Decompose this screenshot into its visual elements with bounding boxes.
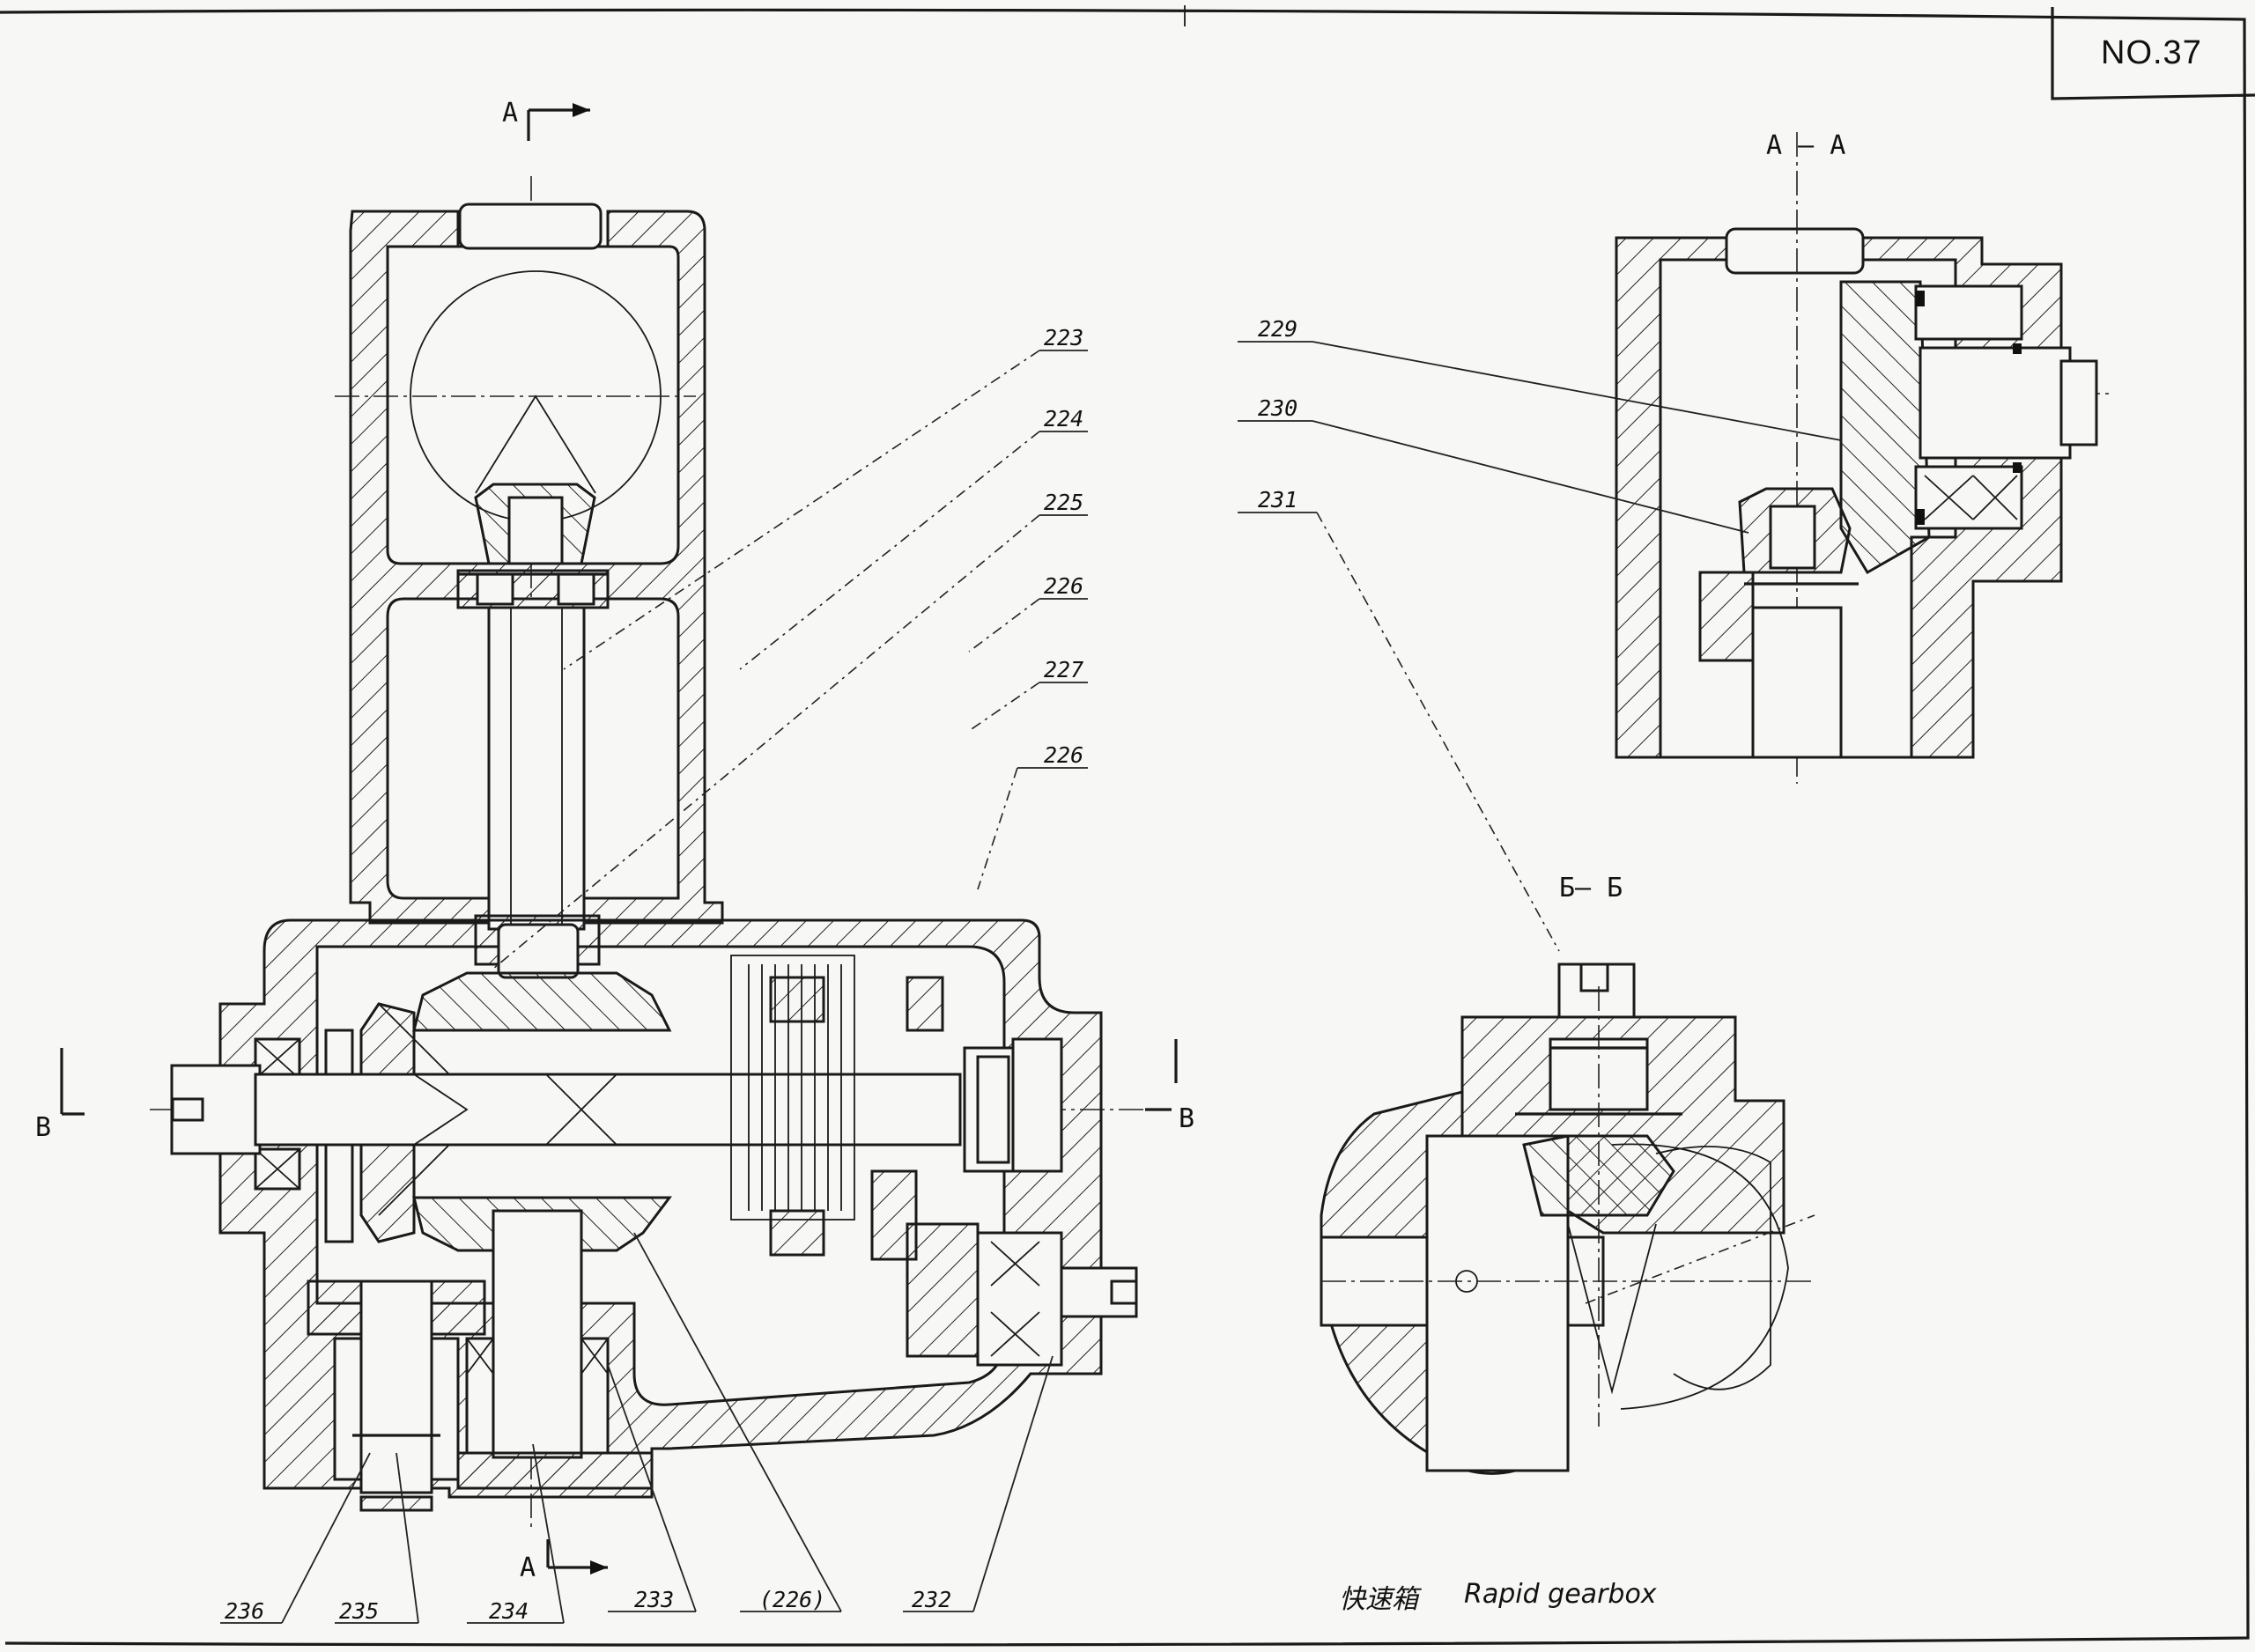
section-view-aa: A — A 229 230 231 [1238,130,2114,952]
main-section-view: A A B B [35,98,1194,1583]
part-label-230: 230 [1258,395,1298,421]
part-label-leaders: 223 224 225 226 227 226 236 235 234 233 [220,325,1088,1624]
part-label-229: 229 [1258,316,1298,342]
section-view-bb: Б— Б [1320,873,1815,1475]
drawing-number-box: NO.37 [2051,7,2255,100]
part-label-234: 234 [489,1598,529,1624]
caption-english: Rapid gearbox [1464,1579,1657,1610]
section-label-a-bottom: A [520,1552,536,1583]
section-label-b-right: B [1179,1103,1194,1134]
section-label-b-left: B [35,1112,51,1143]
part-label-224: 224 [1044,406,1083,431]
part-label-233: 233 [634,1587,674,1612]
part-label-226-paren: (226) [759,1587,825,1612]
section-marker-b-left: B [35,1048,85,1143]
section-label-a-top: A [502,98,518,129]
view-label-bb: Б— Б [1559,873,1623,903]
section-marker-a-bottom: A [520,1539,608,1583]
part-label-226: 226 [1044,573,1083,599]
part-label-236: 236 [225,1598,264,1624]
caption-chinese: 快速箱 [1339,1584,1423,1615]
part-label-227: 227 [1044,657,1083,682]
part-label-231: 231 [1258,487,1298,513]
part-label-235: 235 [339,1598,379,1624]
section-marker-a-top: A [502,98,590,141]
part-label-223: 223 [1044,325,1083,350]
part-label-232: 232 [912,1587,951,1612]
part-label-226-second: 226 [1044,742,1083,768]
sheet-border [0,5,2250,1647]
caption: 快速箱 Rapid gearbox [1339,1579,1657,1615]
view-label-aa: A — A [1766,130,1845,161]
drawing-number: NO.37 [2101,34,2202,71]
section-marker-b-right: B [1145,1039,1194,1134]
part-label-225: 225 [1044,490,1083,515]
